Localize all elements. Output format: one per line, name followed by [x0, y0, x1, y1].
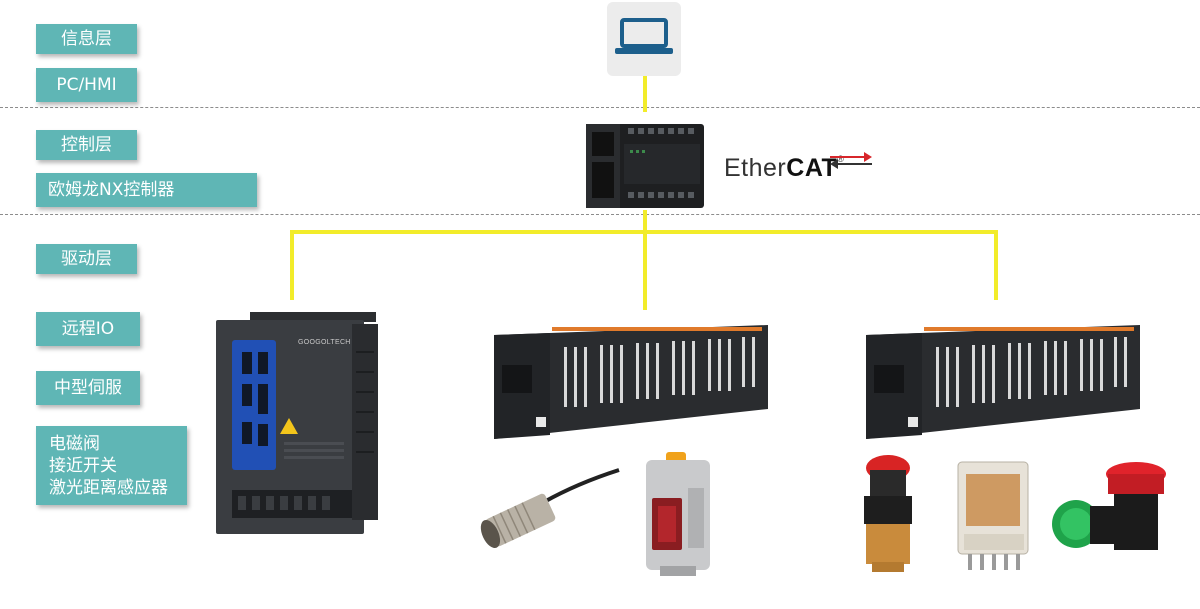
label-field-device-3: 激光距离感应器 — [49, 477, 168, 498]
remote-io-module-1 — [490, 325, 772, 443]
label-servo: 中型伺服 — [36, 371, 140, 405]
ethercat-logo-regular: Ether — [724, 154, 787, 182]
label-field-device-2: 接近开关 — [49, 455, 117, 476]
label-drive-layer-text: 驱动层 — [61, 249, 112, 269]
ethercat-logo-registered: ® — [837, 154, 845, 164]
red-indicator-light — [1100, 460, 1170, 556]
ethercat-arrows-icon — [826, 150, 876, 170]
label-servo-text: 中型伺服 — [54, 378, 122, 398]
label-pc-hmi-text: PC/HMI — [56, 75, 117, 95]
red-push-button — [856, 452, 920, 576]
label-drive-layer: 驱动层 — [36, 244, 137, 274]
omron-nx-controller — [584, 118, 706, 212]
ethercat-logo-bold: CAT — [786, 154, 838, 182]
label-remote-io-text: 远程IO — [61, 319, 115, 339]
label-controller: 欧姆龙NX控制器 — [36, 173, 257, 207]
relay — [954, 458, 1034, 572]
label-control-layer-text: 控制层 — [61, 135, 112, 155]
label-field-device-1: 电磁阀 — [49, 433, 100, 454]
label-controller-text: 欧姆龙NX控制器 — [48, 180, 175, 200]
ethercat-logo: EtherCAT® — [724, 154, 844, 183]
computer-icon — [605, 0, 683, 78]
servo-brand-label: GOOGOLTECH — [298, 339, 351, 346]
proximity-switch — [474, 468, 624, 558]
green-indicator-light — [1050, 494, 1120, 558]
remote-io-module-2 — [862, 325, 1144, 443]
label-field-devices: 电磁阀 接近开关 激光距离感应器 — [36, 426, 187, 505]
divider-info-control — [0, 107, 1200, 108]
label-pc-hmi: PC/HMI — [36, 68, 137, 102]
label-info-layer: 信息层 — [36, 24, 137, 54]
label-info-layer-text: 信息层 — [61, 29, 112, 49]
divider-control-drive — [0, 214, 1200, 215]
laser-distance-sensor — [640, 448, 716, 580]
servo-drive: GOOGOLTECH — [214, 312, 382, 538]
label-control-layer: 控制层 — [36, 130, 137, 160]
label-remote-io: 远程IO — [36, 312, 140, 346]
